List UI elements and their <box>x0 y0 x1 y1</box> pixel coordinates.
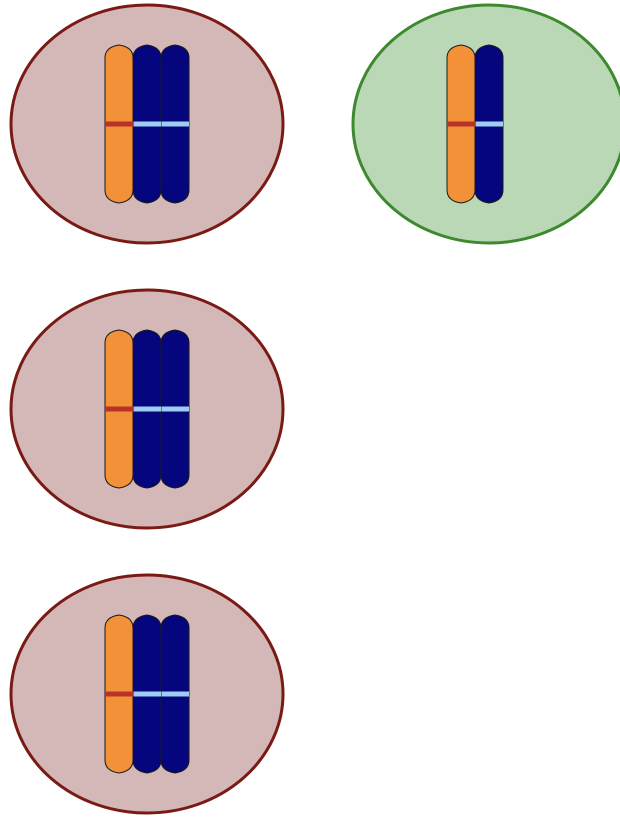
centromere-band-orange <box>105 407 133 412</box>
cell-bottom-left <box>11 575 283 813</box>
cell-top-right <box>353 5 620 243</box>
centromere-band-navy <box>475 122 503 127</box>
centromere-band-navy <box>161 692 189 697</box>
centromere-band-orange <box>447 122 475 127</box>
centromere-band-navy <box>133 122 161 127</box>
cell-middle-left <box>11 290 283 528</box>
centromere-band-navy <box>133 692 161 697</box>
centromere-band-orange <box>105 692 133 697</box>
centromere-band-orange <box>105 122 133 127</box>
centromere-band-navy <box>161 407 189 412</box>
cell-top-left <box>11 5 283 243</box>
centromere-band-navy <box>161 122 189 127</box>
centromere-band-navy <box>133 407 161 412</box>
